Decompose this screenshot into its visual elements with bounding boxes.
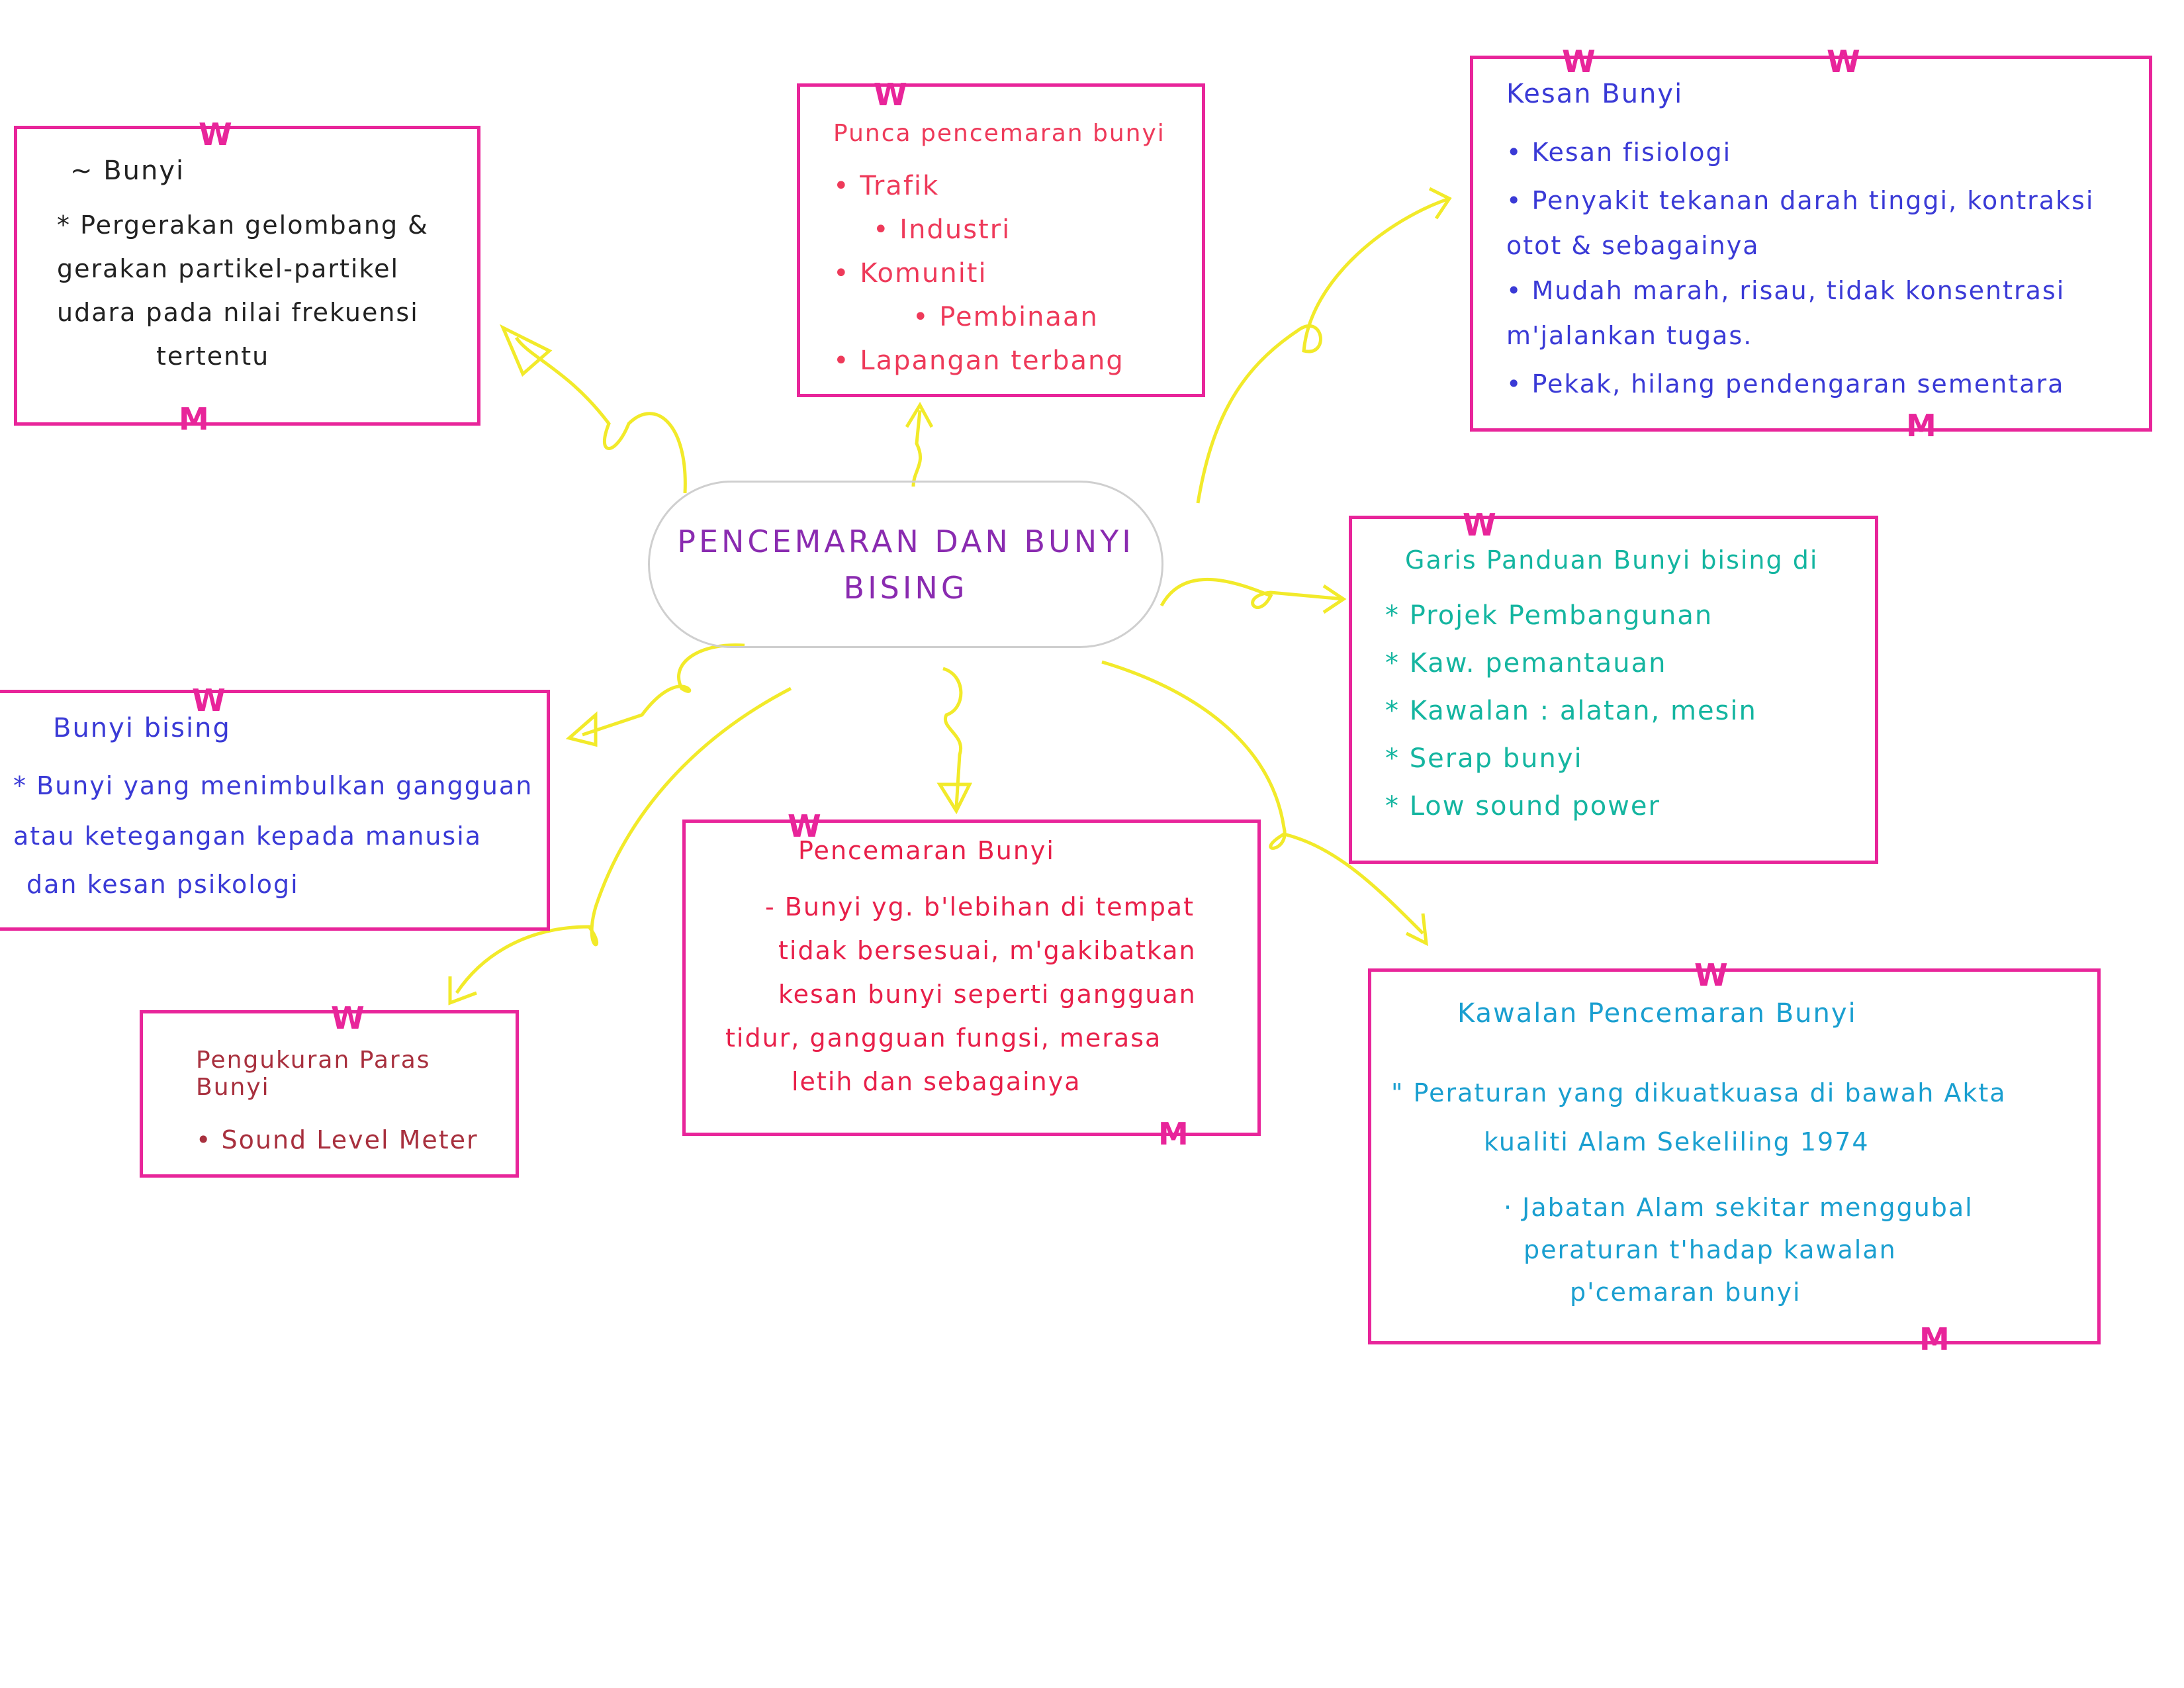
central-topic-cloud: PENCEMARAN DAN BUNYI BISING bbox=[648, 481, 1163, 648]
box-pencemaran-bunyi: Pencemaran Bunyi - Bunyi yg. b'lebihan d… bbox=[682, 820, 1261, 1136]
box-line: • Pekak, hilang pendengaran sementara bbox=[1506, 369, 2065, 399]
zigzag-decoration: W bbox=[1694, 957, 1728, 993]
arrow-to-kesan bbox=[1196, 197, 1450, 504]
box-kawalan: Kawalan Pencemaran Bunyi " Peraturan yan… bbox=[1368, 968, 2101, 1344]
box-line: otot & sebagainya bbox=[1506, 231, 1760, 260]
box-line: * Pergerakan gelombang & bbox=[57, 211, 429, 240]
arrowhead-kawalan bbox=[1405, 913, 1428, 947]
arrow-to-bising bbox=[582, 643, 745, 737]
box-line: p'cemaran bunyi bbox=[1570, 1278, 1801, 1307]
arrow-to-bunyi bbox=[514, 336, 687, 494]
box-line: gerakan partikel-partikel bbox=[57, 254, 400, 283]
box-punca: Punca pencemaran bunyi • Trafik • Indust… bbox=[797, 83, 1205, 397]
box-line: • Mudah marah, risau, tidak konsentrasi bbox=[1506, 276, 2066, 305]
box-line: • Pembinaan bbox=[913, 302, 1099, 332]
central-topic-line2: BISING bbox=[843, 569, 968, 606]
zigzag-decoration: W bbox=[192, 682, 226, 718]
box-bunyi-bising: Bunyi bising * Bunyi yang menimbulkan ga… bbox=[0, 690, 550, 931]
zigzag-decoration: M bbox=[1919, 1321, 1950, 1357]
zigzag-decoration: M bbox=[1906, 408, 1936, 444]
arrowhead-garis bbox=[1322, 584, 1347, 614]
box-title: ~ Bunyi bbox=[70, 156, 185, 186]
box-line: tidur, gangguan fungsi, merasa bbox=[725, 1023, 1162, 1053]
box-line: atau ketegangan kepada manusia bbox=[13, 821, 482, 851]
box-pengukuran: Pengukuran Paras Bunyi • Sound Level Met… bbox=[140, 1010, 519, 1178]
zigzag-decoration: M bbox=[179, 401, 209, 437]
box-line: kualiti Alam Sekeliling 1974 bbox=[1484, 1127, 1870, 1156]
zigzag-decoration: W bbox=[1562, 44, 1596, 79]
arrow-to-pengukuran bbox=[455, 686, 792, 994]
box-line: • Trafik bbox=[833, 171, 940, 201]
box-line: • Sound Level Meter bbox=[196, 1125, 478, 1154]
zigzag-decoration: W bbox=[1827, 44, 1860, 79]
box-kesan: Kesan Bunyi • Kesan fisiologi • Penyakit… bbox=[1470, 56, 2152, 432]
box-line: * Kawalan : alatan, mesin bbox=[1385, 696, 1757, 726]
zigzag-decoration: W bbox=[788, 808, 821, 844]
box-line: * Kaw. pemantauan bbox=[1385, 648, 1667, 679]
box-line: • Lapangan terbang bbox=[833, 346, 1124, 376]
arrow-to-pencemaran bbox=[942, 667, 963, 808]
box-title: Garis Panduan Bunyi bising di bbox=[1405, 545, 1819, 575]
box-garis-panduan: Garis Panduan Bunyi bising di * Projek P… bbox=[1349, 516, 1878, 864]
zigzag-decoration: W bbox=[331, 1000, 365, 1036]
box-title: Kawalan Pencemaran Bunyi bbox=[1457, 998, 1857, 1029]
arrow-to-kawalan bbox=[1101, 660, 1424, 935]
box-line: • Penyakit tekanan darah tinggi, kontrak… bbox=[1506, 186, 2095, 215]
box-title: Pencemaran Bunyi bbox=[798, 836, 1055, 865]
box-line: dan kesan psikologi bbox=[26, 870, 299, 899]
box-line: • Komuniti bbox=[833, 258, 987, 289]
box-line: * Low sound power bbox=[1385, 791, 1661, 821]
arrowhead-pencemaran bbox=[936, 782, 973, 815]
box-line: * Bunyi yang menimbulkan gangguan bbox=[13, 771, 533, 800]
box-line: " Peraturan yang dikuatkuasa di bawah Ak… bbox=[1391, 1078, 2007, 1107]
box-title: Pengukuran Paras Bunyi bbox=[196, 1047, 431, 1101]
box-line: * Projek Pembangunan bbox=[1385, 600, 1713, 631]
arrow-to-garis bbox=[1160, 577, 1344, 610]
box-line: udara pada nilai frekuensi bbox=[57, 298, 419, 327]
zigzag-decoration: M bbox=[1158, 1116, 1189, 1152]
box-line: · Jabatan Alam sekitar menggubal bbox=[1504, 1193, 1974, 1222]
arrowhead-bunyi bbox=[500, 324, 553, 377]
box-line: • Industri bbox=[873, 214, 1011, 245]
arrowhead-punca bbox=[905, 401, 934, 428]
box-line: tertentu bbox=[156, 342, 270, 371]
box-line: m'jalankan tugas. bbox=[1506, 321, 1753, 350]
arrow-to-punca bbox=[911, 410, 922, 487]
box-line: letih dan sebagainya bbox=[792, 1067, 1081, 1096]
zigzag-decoration: W bbox=[1463, 507, 1496, 543]
arrowhead-kesan bbox=[1428, 187, 1452, 220]
box-title: Bunyi bising bbox=[53, 713, 231, 743]
box-title: Punca pencemaran bunyi bbox=[833, 120, 1165, 147]
box-line: • Kesan fisiologi bbox=[1506, 138, 1732, 167]
arrowhead-bising bbox=[565, 711, 598, 747]
box-line: tidak bersesuai, m'gakibatkan bbox=[778, 936, 1197, 965]
box-line: kesan bunyi seperti gangguan bbox=[778, 980, 1197, 1009]
arrowhead-pengukuran bbox=[448, 976, 477, 1006]
box-title: Kesan Bunyi bbox=[1506, 79, 1684, 109]
box-line: peraturan t'hadap kawalan bbox=[1524, 1235, 1897, 1264]
central-topic-line1: PENCEMARAN DAN BUNYI bbox=[677, 523, 1134, 559]
box-line: - Bunyi yg. b'lebihan di tempat bbox=[765, 892, 1195, 921]
zigzag-decoration: W bbox=[874, 77, 907, 113]
zigzag-decoration: W bbox=[199, 117, 232, 152]
box-line: * Serap bunyi bbox=[1385, 743, 1583, 774]
box-bunyi: ~ Bunyi * Pergerakan gelombang & gerakan… bbox=[14, 126, 480, 426]
